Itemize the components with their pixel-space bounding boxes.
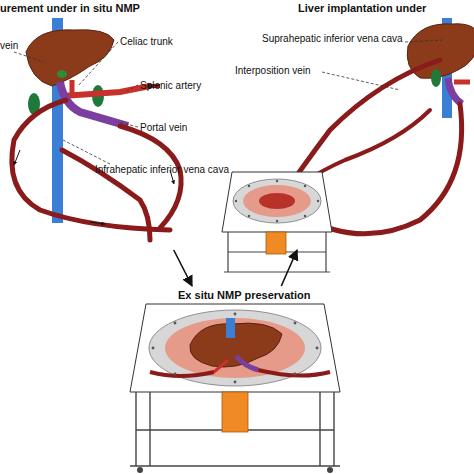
anatomy-label: Infrahepatic inferior vena cava <box>95 164 229 175</box>
panel: Ex situ NMP preservation <box>130 286 350 474</box>
anatomy-label: vein <box>0 40 18 51</box>
panel-title: Liver implantation under <box>298 2 426 14</box>
flow-arrow <box>174 250 192 286</box>
flow-arrow <box>281 250 297 286</box>
panel-title: urement under in situ NMP <box>0 2 140 14</box>
implantation-scene <box>222 18 474 272</box>
ex-situ-device <box>130 304 340 473</box>
panel-title: Ex situ NMP preservation <box>178 289 310 301</box>
anatomy-label: Portal vein <box>140 122 187 133</box>
anatomy-label: Celiac trunk <box>120 36 173 47</box>
anatomy-label: Splenic artery <box>140 80 201 91</box>
anatomy-label: Suprahepatic inferior vena cava <box>262 33 403 44</box>
anatomy-label: Interposition vein <box>235 65 311 76</box>
